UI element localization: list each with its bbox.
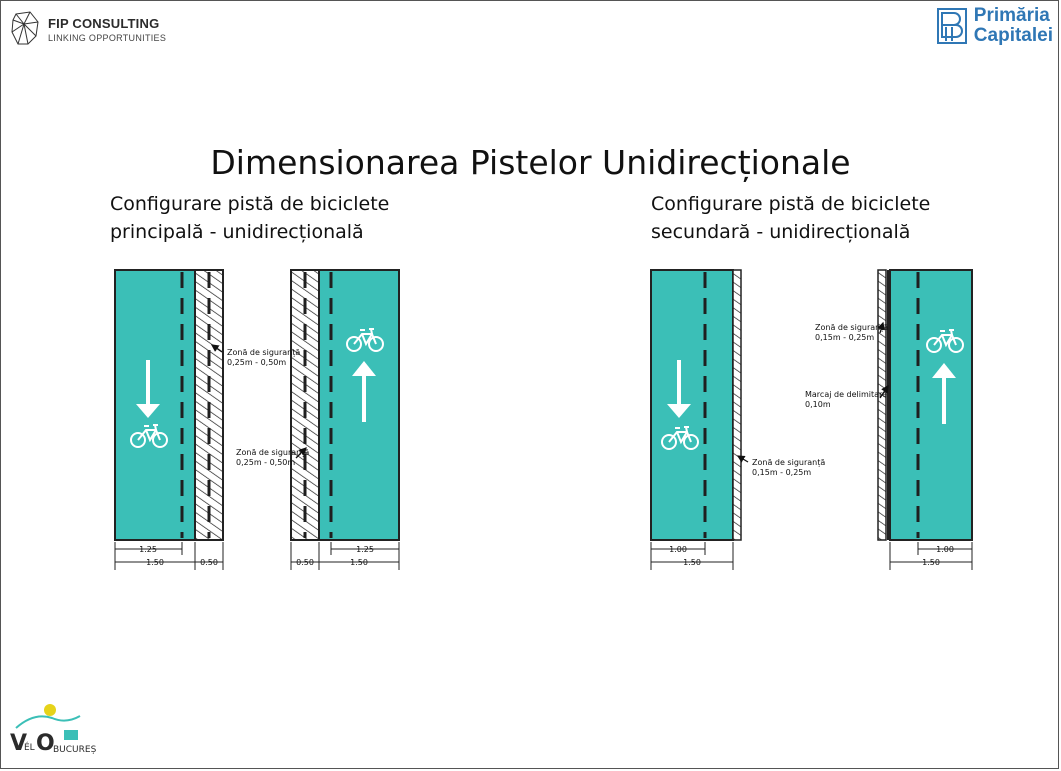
dim-p2-outer: 1.50 (350, 558, 368, 567)
svg-text:BUCUREȘTI: BUCUREȘTI (53, 745, 96, 755)
callout-p-zone1-l1: Zonă de siguranță (227, 348, 300, 358)
dim-s1-inner: 1.00 (669, 545, 687, 554)
dimension-lines (114, 542, 973, 570)
callout-s-zone1-l1: Zonă de siguranță (815, 323, 888, 333)
polygon-head-icon (11, 11, 39, 45)
velo-logo-graphic: V ÉL O BUCUREȘTI (10, 704, 104, 756)
primaria-capitalei-logo: Primăria Capitalei (936, 6, 1053, 46)
dim-p2-inner: 1.25 (356, 545, 374, 554)
velo-bucuresti-logo: V ÉL O BUCUREȘTI (6, 700, 104, 766)
svg-text:ÉL: ÉL (24, 741, 35, 753)
dim-p1-inner: 1.25 (139, 545, 157, 554)
principal-lane-down (114, 269, 224, 541)
heading-principal-line2: principală - unidirecțională (110, 221, 364, 243)
dim-s2-outer: 1.50 (922, 558, 940, 567)
callout-s-zone2-l1: Zonă de siguranță (752, 458, 825, 468)
page-title: Dimensionarea Pistelor Unidirecționale (210, 143, 851, 182)
dim-s1-outer: 1.50 (683, 558, 701, 567)
fip-consulting-logo: FIP CONSULTING LINKING OPPORTUNITIES (10, 10, 166, 48)
secundar-lane-up (877, 269, 973, 541)
section-heading-principal: Configurare pistă de biciclete principal… (110, 190, 389, 246)
callout-s-zone1-l2: 0,15m - 0,25m (815, 333, 874, 342)
heading-principal-line1: Configurare pistă de biciclete (110, 193, 390, 215)
principal-lane-up (290, 269, 400, 541)
heading-secundar-line1: Configurare pistă de biciclete (651, 193, 931, 215)
section-heading-secundar: Configurare pistă de biciclete secundară… (651, 190, 930, 246)
callout-p-zone2-l1: Zonă de siguranță (236, 448, 309, 458)
callout-s-marcaj-l1: Marcaj de delimitare (805, 390, 887, 399)
dim-s2-inner: 1.00 (936, 545, 954, 554)
primaria-line2: Capitalei (973, 25, 1053, 46)
building-monogram-icon (936, 8, 967, 44)
dim-p2-buffer: 0.50 (296, 558, 314, 567)
fip-tagline: LINKING OPPORTUNITIES (48, 32, 167, 43)
svg-text:V: V (10, 731, 27, 756)
dim-p1-buffer: 0.50 (200, 558, 218, 567)
fip-name: FIP CONSULTING (48, 15, 160, 31)
callout-s-zone2-l2: 0,15m - 0,25m (752, 468, 811, 477)
heading-secundar-line2: secundară - unidirecțională (651, 221, 911, 243)
callout-s-marcaj-l2: 0,10m (805, 400, 831, 409)
dim-p1-outer: 1.50 (146, 558, 164, 567)
primaria-line1: Primăria (973, 5, 1050, 26)
callout-p-zone2-l2: 0,25m - 0,50m (236, 458, 295, 467)
callout-p-zone1-l2: 0,25m - 0,50m (227, 358, 286, 367)
secundar-lane-down (650, 269, 742, 541)
svg-text:O: O (36, 731, 55, 756)
